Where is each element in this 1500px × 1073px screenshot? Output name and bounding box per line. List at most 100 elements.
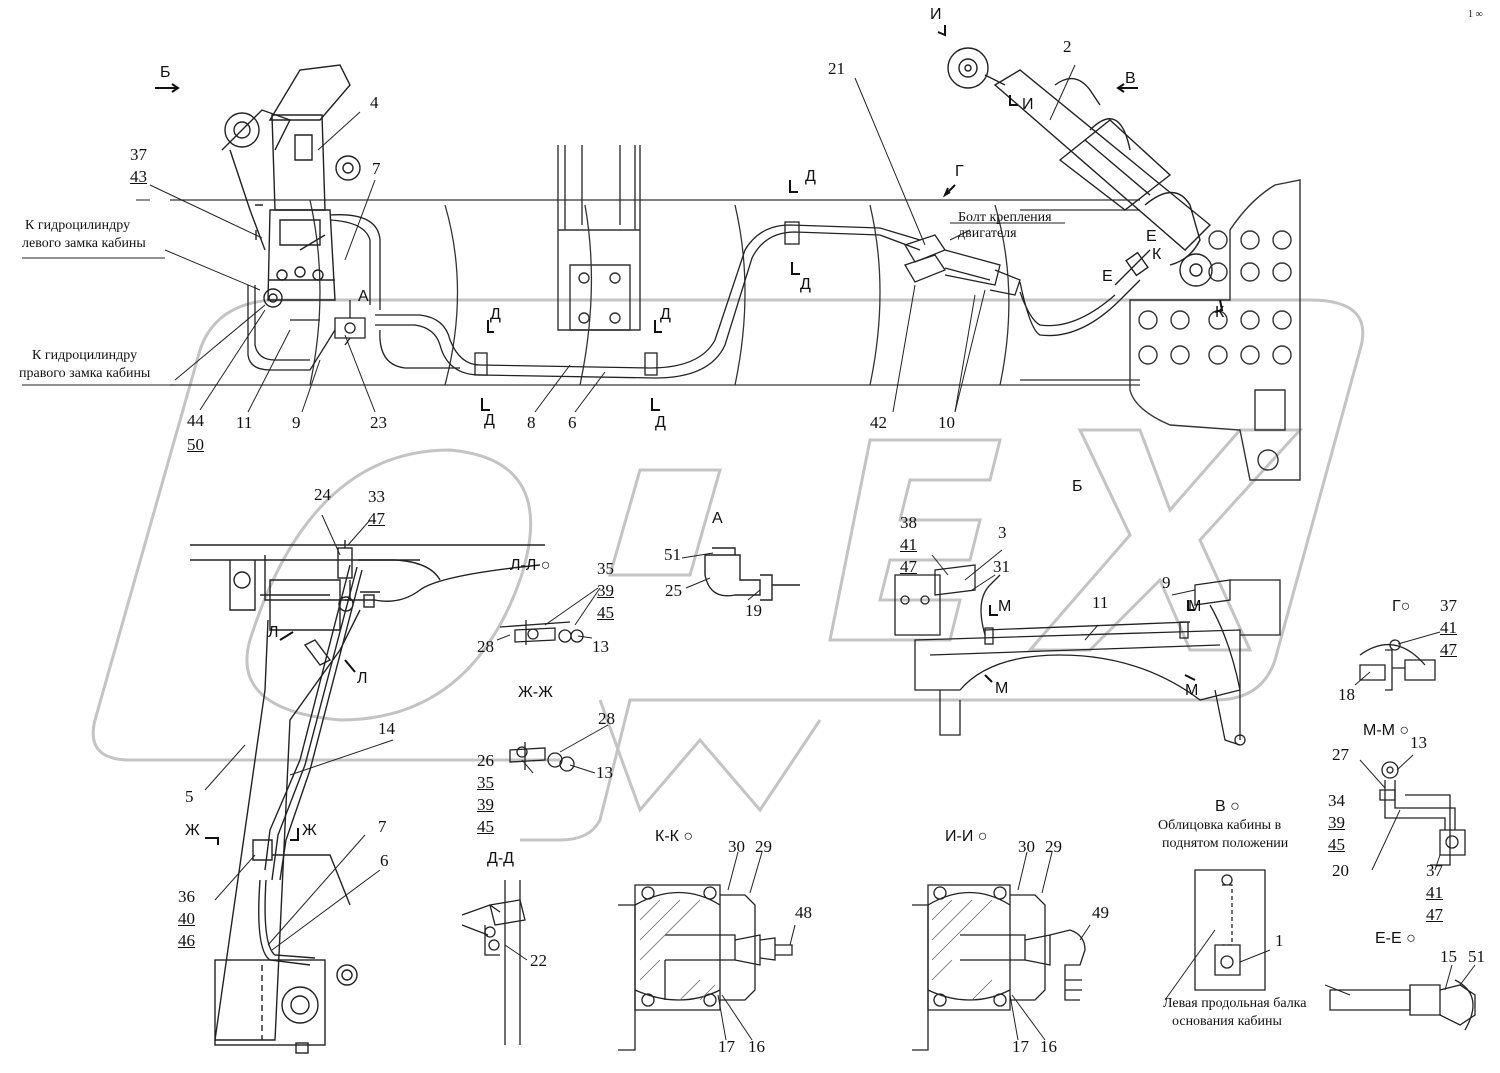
callout-26: 26: [477, 751, 494, 770]
callout-7b: 7: [378, 817, 387, 836]
cut-label-m4: М: [1185, 682, 1199, 699]
cut-label-d6: Д: [800, 276, 811, 293]
section-k-k: [618, 884, 793, 1051]
callout-31: 31: [993, 557, 1010, 576]
section-cut-markers: [155, 25, 1224, 845]
callout-27: 27: [1332, 745, 1349, 764]
cut-label-e1: Е: [1146, 228, 1157, 245]
cut-label-m1: М: [998, 598, 1012, 615]
callout-30: 30: [728, 837, 745, 856]
callout-2: 2: [1063, 37, 1072, 56]
note-left-lock-2: левого замка кабины: [22, 236, 146, 251]
callout-49: 49: [1092, 903, 1109, 922]
view-label-b: Б: [160, 64, 171, 81]
callout-42: 42: [870, 413, 887, 432]
callout-51b: 51: [1468, 947, 1485, 966]
callout-45b: 45: [477, 817, 494, 836]
view-b-cross-member: [894, 564, 1281, 746]
callout-37b: 37: [1440, 596, 1457, 615]
callout-47: 47: [368, 509, 385, 528]
callout-41: 41: [900, 535, 917, 554]
callout-20: 20: [1332, 861, 1349, 880]
callout-21: 21: [828, 59, 845, 78]
view-label-a: А: [712, 510, 723, 527]
callout-6b: 6: [380, 851, 389, 870]
callout-47d: 47: [1426, 905, 1443, 924]
corner-mark: 1 ∞: [1468, 9, 1483, 20]
view-label-i: И: [930, 6, 942, 23]
callout-47b: 47: [900, 557, 917, 576]
cut-label-k1: К: [1152, 246, 1162, 263]
callout-9: 9: [292, 413, 301, 432]
callout-39b: 39: [477, 795, 494, 814]
view-label-b2: Б: [1072, 478, 1083, 495]
callout-9b: 9: [1162, 573, 1171, 592]
cut-label-d1: Д: [490, 306, 501, 323]
cut-label-l2: Л: [357, 670, 368, 687]
callout-41c: 41: [1426, 883, 1443, 902]
leader-lines: [22, 64, 1476, 1041]
callout-22: 22: [530, 951, 547, 970]
cut-label-d4: Д: [655, 414, 666, 431]
section-i-i: [912, 884, 1086, 1051]
section-l-l: [499, 620, 584, 645]
callout-13c: 13: [1410, 733, 1427, 752]
callout-13b: 13: [596, 763, 613, 782]
frame-rail: [170, 199, 1140, 386]
callout-1: 1: [1275, 931, 1284, 950]
section-m-m: [1379, 761, 1466, 866]
cut-label-m3: М: [1188, 598, 1202, 615]
section-label-m-m: М-М ○: [1363, 722, 1410, 739]
callout-50: 50: [187, 435, 204, 454]
callout-37c: 37: [1426, 861, 1443, 880]
cut-label-i2: И: [1022, 96, 1034, 113]
callout-40: 40: [178, 909, 195, 928]
section-label-k-k: К-К ○: [655, 828, 694, 845]
view-label-g-arrow: Г: [955, 163, 964, 180]
hydraulic-cylinder: [947, 47, 1213, 287]
callout-11b: 11: [1092, 593, 1109, 612]
callout-35b: 35: [477, 773, 494, 792]
callout-6: 6: [568, 413, 577, 432]
view-g-fitting: [1359, 639, 1436, 691]
cut-label-d5: Д: [805, 168, 816, 185]
cut-label-m2: М: [995, 680, 1009, 697]
callout-37: 37: [130, 145, 147, 164]
callout-46: 46: [178, 931, 195, 950]
left-side-view: [190, 540, 545, 1054]
cut-label-e2: Е: [1102, 268, 1113, 285]
callout-36: 36: [178, 887, 195, 906]
callout-34: 34: [1328, 791, 1345, 810]
section-label-i-i: И-И ○: [945, 828, 988, 845]
callout-29: 29: [755, 837, 772, 856]
callout-29b: 29: [1045, 837, 1062, 856]
section-e-e: [1329, 979, 1476, 1031]
note-cab-lining-1: Облицовка кабины в: [1158, 818, 1282, 833]
callout-38: 38: [900, 513, 917, 532]
callout-8: 8: [527, 413, 536, 432]
section-label-g: Г○: [1392, 598, 1411, 615]
section-zh-zh: [509, 742, 575, 772]
view-v-cab-lining: [1194, 869, 1266, 991]
callout-13: 13: [592, 637, 609, 656]
callout-28: 28: [477, 637, 494, 656]
note-side-beam-2: основания кабины: [1172, 1014, 1282, 1029]
hose-fittings-engine-bolt: [904, 234, 1141, 337]
note-engine-bolt-2: двигателя: [958, 226, 1017, 241]
callout-25: 25: [665, 581, 682, 600]
callout-39: 39: [597, 581, 614, 600]
manual-pump-unit: [221, 64, 361, 308]
section-label-v: В ○: [1215, 798, 1240, 815]
section-label-e-e: Е-Е ○: [1375, 930, 1416, 947]
section-label-zh-zh: Ж-Ж: [518, 684, 553, 701]
section-label-d-d: Д-Д: [487, 850, 514, 867]
callout-10: 10: [938, 413, 955, 432]
callout-48: 48: [795, 903, 812, 922]
note-right-lock-2: правого замка кабины: [19, 366, 151, 381]
view-label-a-top: А: [358, 288, 369, 305]
callout-16: 16: [748, 1037, 765, 1056]
callout-16b: 16: [1040, 1037, 1057, 1056]
callout-14: 14: [378, 719, 395, 738]
note-side-beam-1: Левая продольная балка: [1163, 996, 1307, 1011]
